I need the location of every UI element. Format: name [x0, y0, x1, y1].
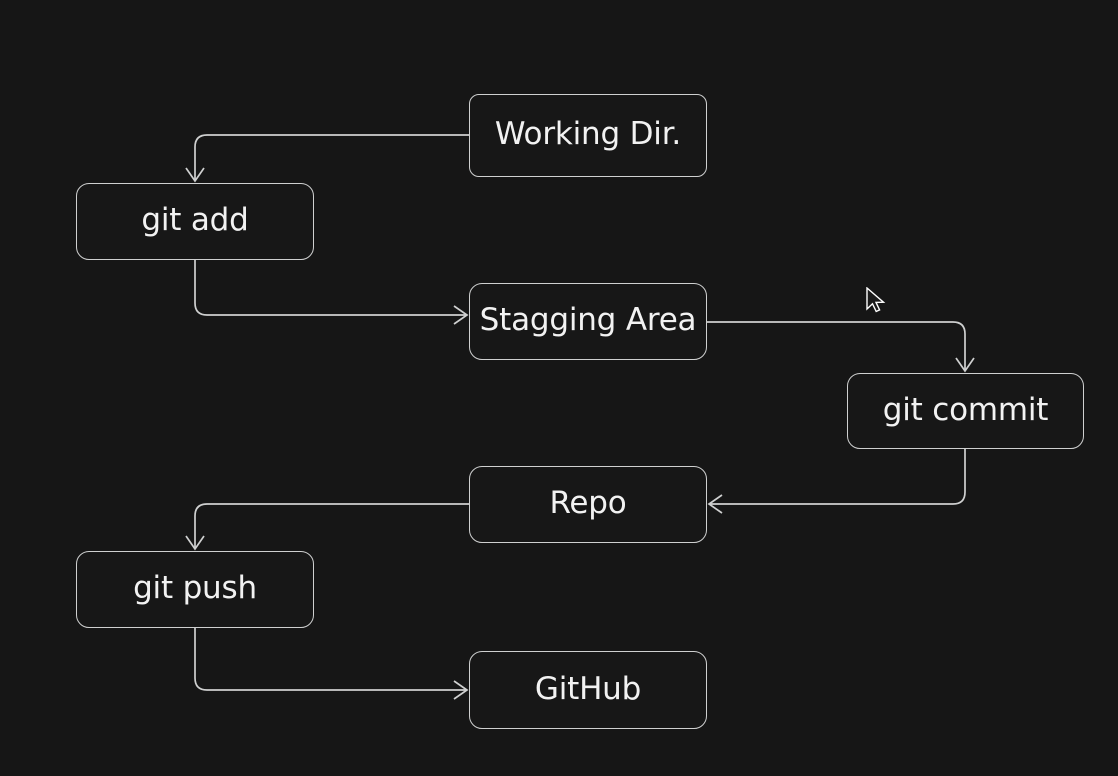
- node-repo[interactable]: Repo: [469, 466, 707, 543]
- edge-repo-to-git-push: [185, 503, 469, 551]
- edge-working-dir-to-git-add: [185, 134, 469, 183]
- node-label: git add: [141, 202, 249, 238]
- node-label: Stagging Area: [479, 302, 697, 338]
- edge-git-add-to-stagging-area: [194, 260, 469, 325]
- node-working-dir[interactable]: Working Dir.: [469, 94, 707, 177]
- edge-stagging-area-to-git-commit: [707, 321, 975, 373]
- arrowhead: [955, 357, 975, 373]
- node-github[interactable]: GitHub: [469, 651, 707, 729]
- arrowhead: [707, 494, 723, 514]
- arrowhead: [185, 167, 205, 183]
- node-git-commit[interactable]: git commit: [847, 373, 1084, 449]
- node-label: git push: [133, 570, 257, 606]
- node-git-add[interactable]: git add: [76, 183, 314, 260]
- arrowhead: [453, 305, 469, 325]
- node-git-push[interactable]: git push: [76, 551, 314, 628]
- edge-git-push-to-github: [194, 628, 469, 700]
- node-label: Working Dir.: [494, 116, 682, 152]
- edge-git-commit-to-repo: [707, 449, 966, 514]
- node-stagging-area[interactable]: Stagging Area: [469, 283, 707, 360]
- node-label: Repo: [549, 485, 627, 521]
- node-label: GitHub: [534, 670, 642, 707]
- arrowhead: [185, 535, 205, 551]
- arrowhead: [453, 680, 469, 700]
- node-label: git commit: [882, 391, 1049, 428]
